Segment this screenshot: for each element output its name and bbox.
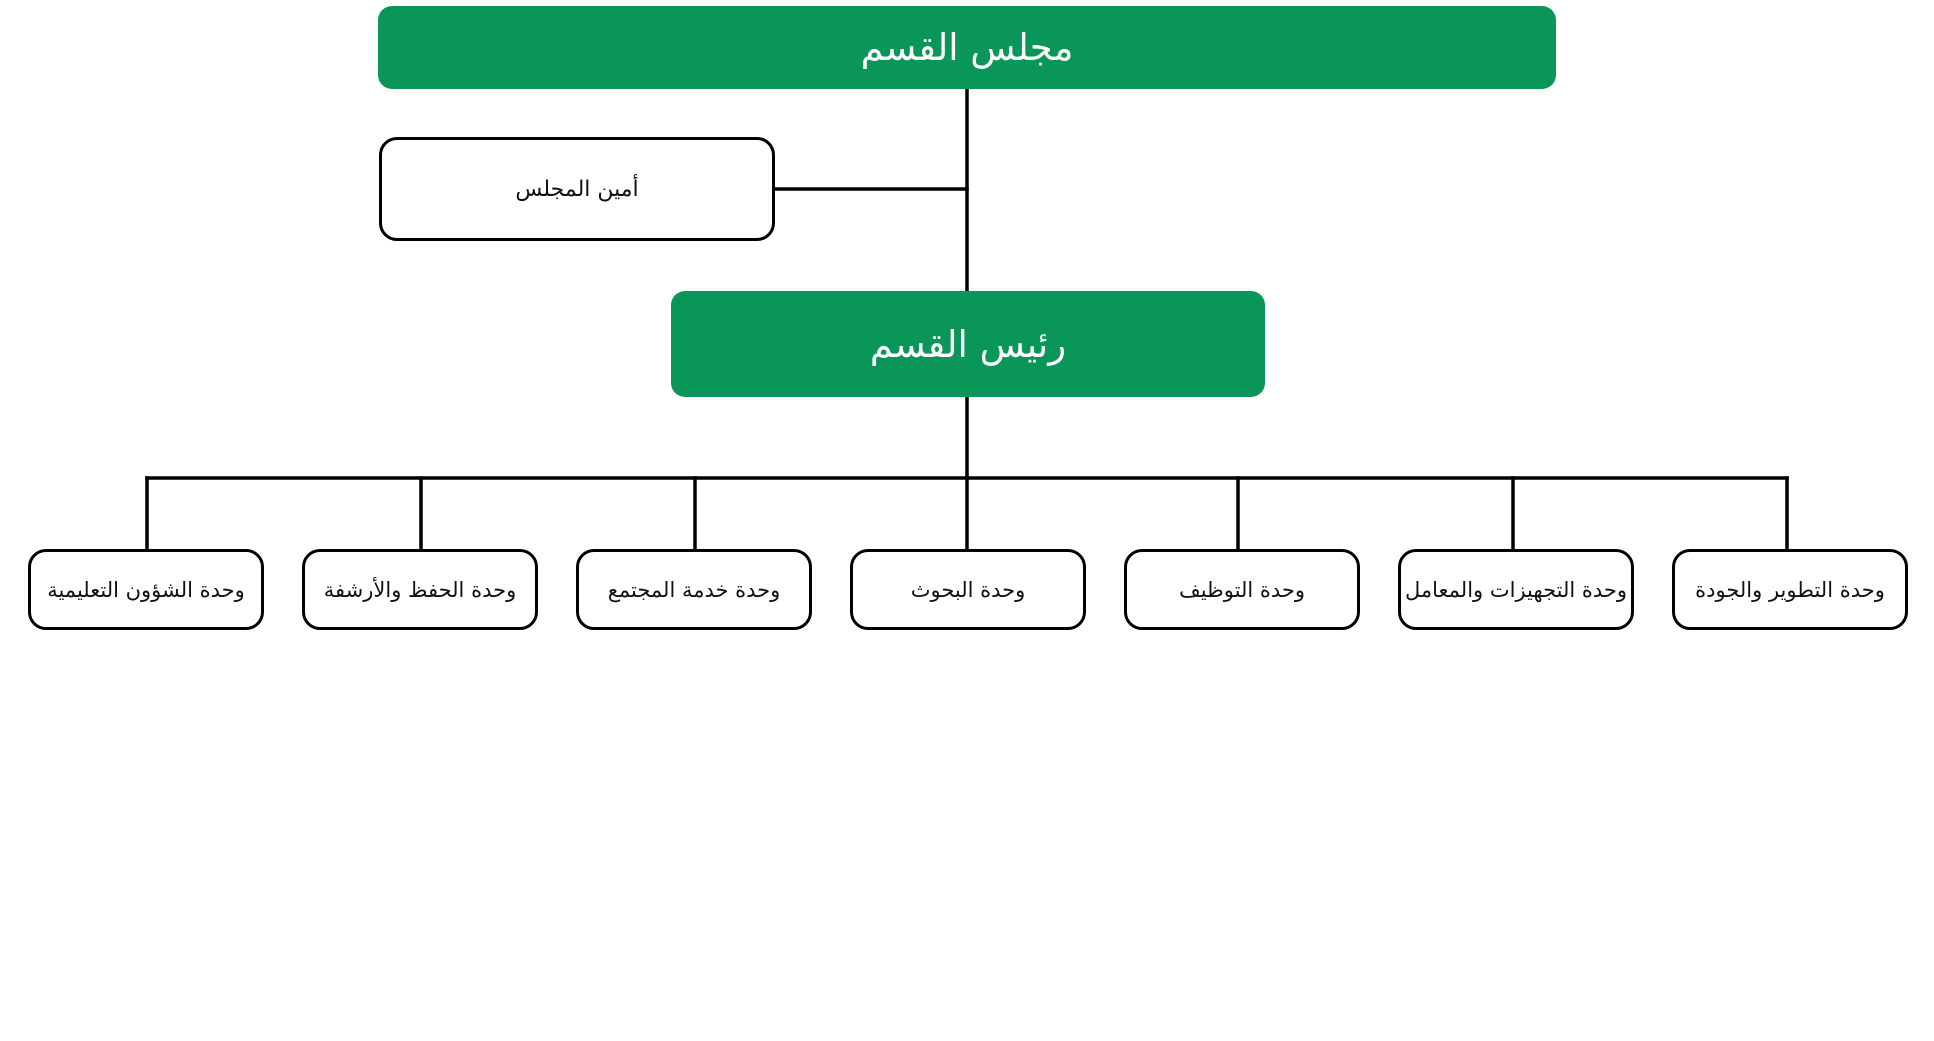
secretary-box: أمين المجلس: [379, 137, 775, 241]
unit-box-educational-affairs: وحدة الشؤون التعليمية: [28, 549, 264, 630]
unit-label: وحدة الحفظ والأرشفة: [323, 577, 517, 602]
unit-box-equipment-labs: وحدة التجهيزات والمعامل: [1398, 549, 1634, 630]
secretary-label: أمين المجلس: [515, 176, 639, 202]
unit-label: وحدة البحوث: [910, 577, 1026, 602]
unit-box-development-quality: وحدة التطوير والجودة: [1672, 549, 1908, 630]
unit-label: وحدة التجهيزات والمعامل: [1404, 577, 1628, 602]
unit-box-community-service: وحدة خدمة المجتمع: [576, 549, 812, 630]
unit-label: وحدة الشؤون التعليمية: [47, 577, 245, 602]
unit-box-archiving: وحدة الحفظ والأرشفة: [302, 549, 538, 630]
council-box: مجلس القسم: [378, 6, 1556, 89]
unit-box-research: وحدة البحوث: [850, 549, 1086, 630]
unit-label: وحدة التوظيف: [1178, 577, 1306, 602]
unit-label: وحدة التطوير والجودة: [1695, 577, 1885, 602]
head-label: رئيس القسم: [869, 322, 1067, 366]
unit-box-employment: وحدة التوظيف: [1124, 549, 1360, 630]
head-box: رئيس القسم: [671, 291, 1265, 397]
council-label: مجلس القسم: [860, 26, 1074, 69]
unit-label: وحدة خدمة المجتمع: [607, 577, 781, 602]
